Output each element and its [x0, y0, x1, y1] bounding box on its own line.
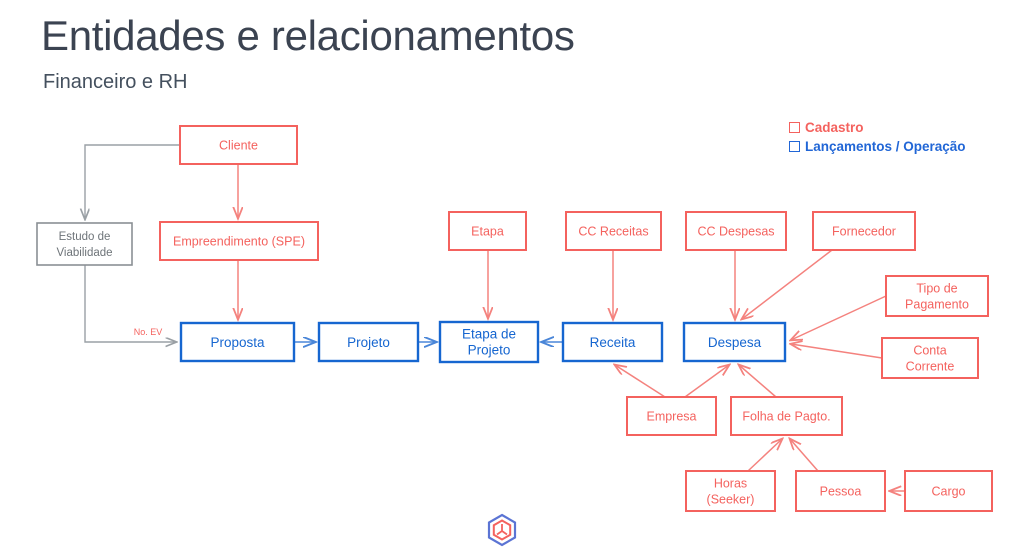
edge-folha-de-pagto-to-despesa: [739, 365, 777, 398]
legend: Cadastro Lançamentos / Operação: [789, 118, 966, 156]
node-fornecedor[interactable]: Fornecedor: [812, 211, 916, 251]
node-empresa-label: Empresa: [646, 410, 696, 424]
node-tipo-pagamento-label-line2: Pagamento: [905, 298, 969, 312]
node-cc-receitas[interactable]: CC Receitas: [565, 211, 662, 251]
node-estudo-viabilidade-label-line1: Estudo de: [59, 231, 111, 243]
node-receita-label: Receita: [590, 335, 636, 350]
node-conta-corrente[interactable]: Conta Corrente: [881, 337, 979, 379]
hexagon-logo-icon: [487, 513, 517, 547]
node-empreendimento[interactable]: Empreendimento (SPE): [159, 221, 319, 261]
node-estudo-viabilidade[interactable]: Estudo de Viabilidade: [36, 222, 133, 266]
node-conta-corrente-label-line2: Corrente: [906, 360, 955, 374]
node-empreendimento-label: Empreendimento (SPE): [173, 235, 305, 249]
edge-label-no-ev: No. EV: [134, 327, 163, 337]
node-cc-receitas-label: CC Receitas: [578, 225, 648, 239]
node-cargo-label: Cargo: [931, 485, 965, 499]
node-empresa[interactable]: Empresa: [626, 396, 717, 436]
legend-item-lancamentos-label: Lançamentos / Operação: [805, 139, 966, 154]
node-proposta-label: Proposta: [210, 335, 265, 350]
edge-layer: No. EV: [84, 144, 905, 491]
edge-estudo-viabilidade-to-proposta: [84, 265, 176, 342]
node-etapa-label: Etapa: [471, 225, 504, 239]
edge-cliente-to-estudo-viabilidade: [85, 144, 180, 219]
page-subtitle: Financeiro e RH: [43, 71, 188, 93]
node-pessoa[interactable]: Pessoa: [795, 470, 886, 512]
node-folha-de-pagto-label: Folha de Pagto.: [742, 410, 830, 424]
node-cc-despesas[interactable]: CC Despesas: [685, 211, 787, 251]
node-despesa-label: Despesa: [708, 335, 762, 350]
node-proposta[interactable]: Proposta: [179, 321, 296, 363]
node-pessoa-label: Pessoa: [820, 485, 862, 499]
legend-item-cadastro-label: Cadastro: [805, 120, 864, 135]
edge-tipo-pagamento-to-despesa: [791, 295, 887, 340]
node-receita[interactable]: Receita: [561, 321, 664, 363]
node-cliente-label: Cliente: [219, 139, 258, 153]
node-etapa-de-projeto-label-line1: Etapa de: [462, 327, 516, 342]
node-etapa-de-projeto-label-line2: Projeto: [468, 343, 511, 358]
node-etapa-de-projeto[interactable]: Etapa de Projeto: [438, 320, 540, 364]
node-horas-seeker[interactable]: Horas (Seeker): [685, 470, 776, 512]
node-folha-de-pagto[interactable]: Folha de Pagto.: [730, 396, 843, 436]
legend-item-lancamentos: Lançamentos / Operação: [789, 137, 966, 156]
node-despesa[interactable]: Despesa: [682, 321, 787, 363]
node-estudo-viabilidade-label-line2: Viabilidade: [56, 247, 112, 259]
edge-fornecedor-to-despesa: [742, 249, 833, 319]
node-tipo-pagamento-label-line1: Tipo de: [916, 282, 957, 296]
node-horas-seeker-label-line1: Horas: [714, 477, 747, 491]
node-horas-seeker-label-line2: (Seeker): [707, 493, 755, 507]
edge-empresa-to-receita: [615, 365, 666, 398]
node-projeto-label: Projeto: [347, 335, 390, 350]
page-title: Entidades e relacionamentos: [41, 12, 575, 59]
edge-pessoa-to-folha-de-pagto: [790, 439, 819, 472]
node-cargo[interactable]: Cargo: [904, 470, 993, 512]
node-fornecedor-label: Fornecedor: [832, 225, 896, 239]
legend-item-cadastro: Cadastro: [789, 118, 966, 137]
node-tipo-pagamento[interactable]: Tipo de Pagamento: [885, 275, 989, 317]
legend-square-icon: [789, 122, 800, 133]
node-projeto[interactable]: Projeto: [317, 321, 420, 363]
node-layer: Cliente Estudo de Viabilidade Empreendim…: [36, 125, 993, 512]
node-etapa[interactable]: Etapa: [448, 211, 527, 251]
node-cliente[interactable]: Cliente: [179, 125, 298, 165]
node-conta-corrente-label-line1: Conta: [913, 344, 946, 358]
edge-conta-corrente-to-despesa: [791, 344, 883, 359]
node-cc-despesas-label: CC Despesas: [697, 225, 774, 239]
edge-empresa-to-despesa: [684, 365, 729, 398]
edge-horas-seeker-to-folha-de-pagto: [747, 439, 782, 472]
legend-square-icon: [789, 141, 800, 152]
